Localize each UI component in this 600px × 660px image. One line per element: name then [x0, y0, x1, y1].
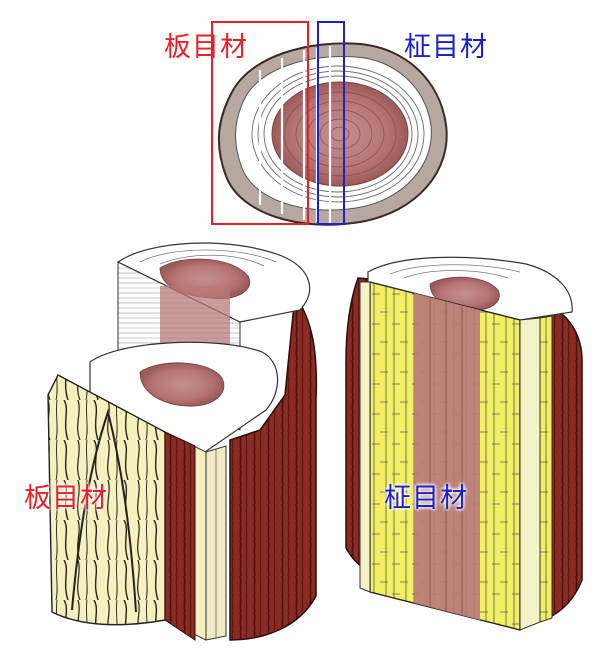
quarter-sawn-label-bottom: 柾目材: [384, 483, 468, 514]
growth-rings: [251, 65, 425, 203]
log-cross-section: [211, 21, 448, 226]
flat-board-bark-edge: [164, 431, 196, 641]
quarter-sawn-log-illustration: [345, 256, 583, 631]
quarter-log-top-rings: [389, 264, 521, 279]
heartwood-core: [271, 81, 409, 187]
flat-sawn-label-top: 板目材: [164, 32, 248, 63]
flat-log-bark: [229, 292, 318, 641]
quarter-face-heartwood-band: [414, 293, 480, 620]
flat-sawn-label-bottom: 板目材: [24, 483, 108, 514]
flat-log-mid-heartwood: [139, 362, 225, 407]
quarter-log-board-edges: [359, 281, 553, 631]
flat-sawn-marker-box: [211, 21, 309, 225]
flat-sawn-log-illustration: [47, 242, 318, 641]
flat-log-top-rings: [139, 249, 277, 267]
quarter-face-heartwood-lines: [429, 297, 463, 615]
quarter-sawn-label-top: 柾目材: [404, 32, 488, 63]
quarter-sawn-marker-box: [317, 21, 345, 225]
flat-board-cathedral-grain: [71, 408, 137, 613]
heartwood-rings: [283, 91, 397, 177]
